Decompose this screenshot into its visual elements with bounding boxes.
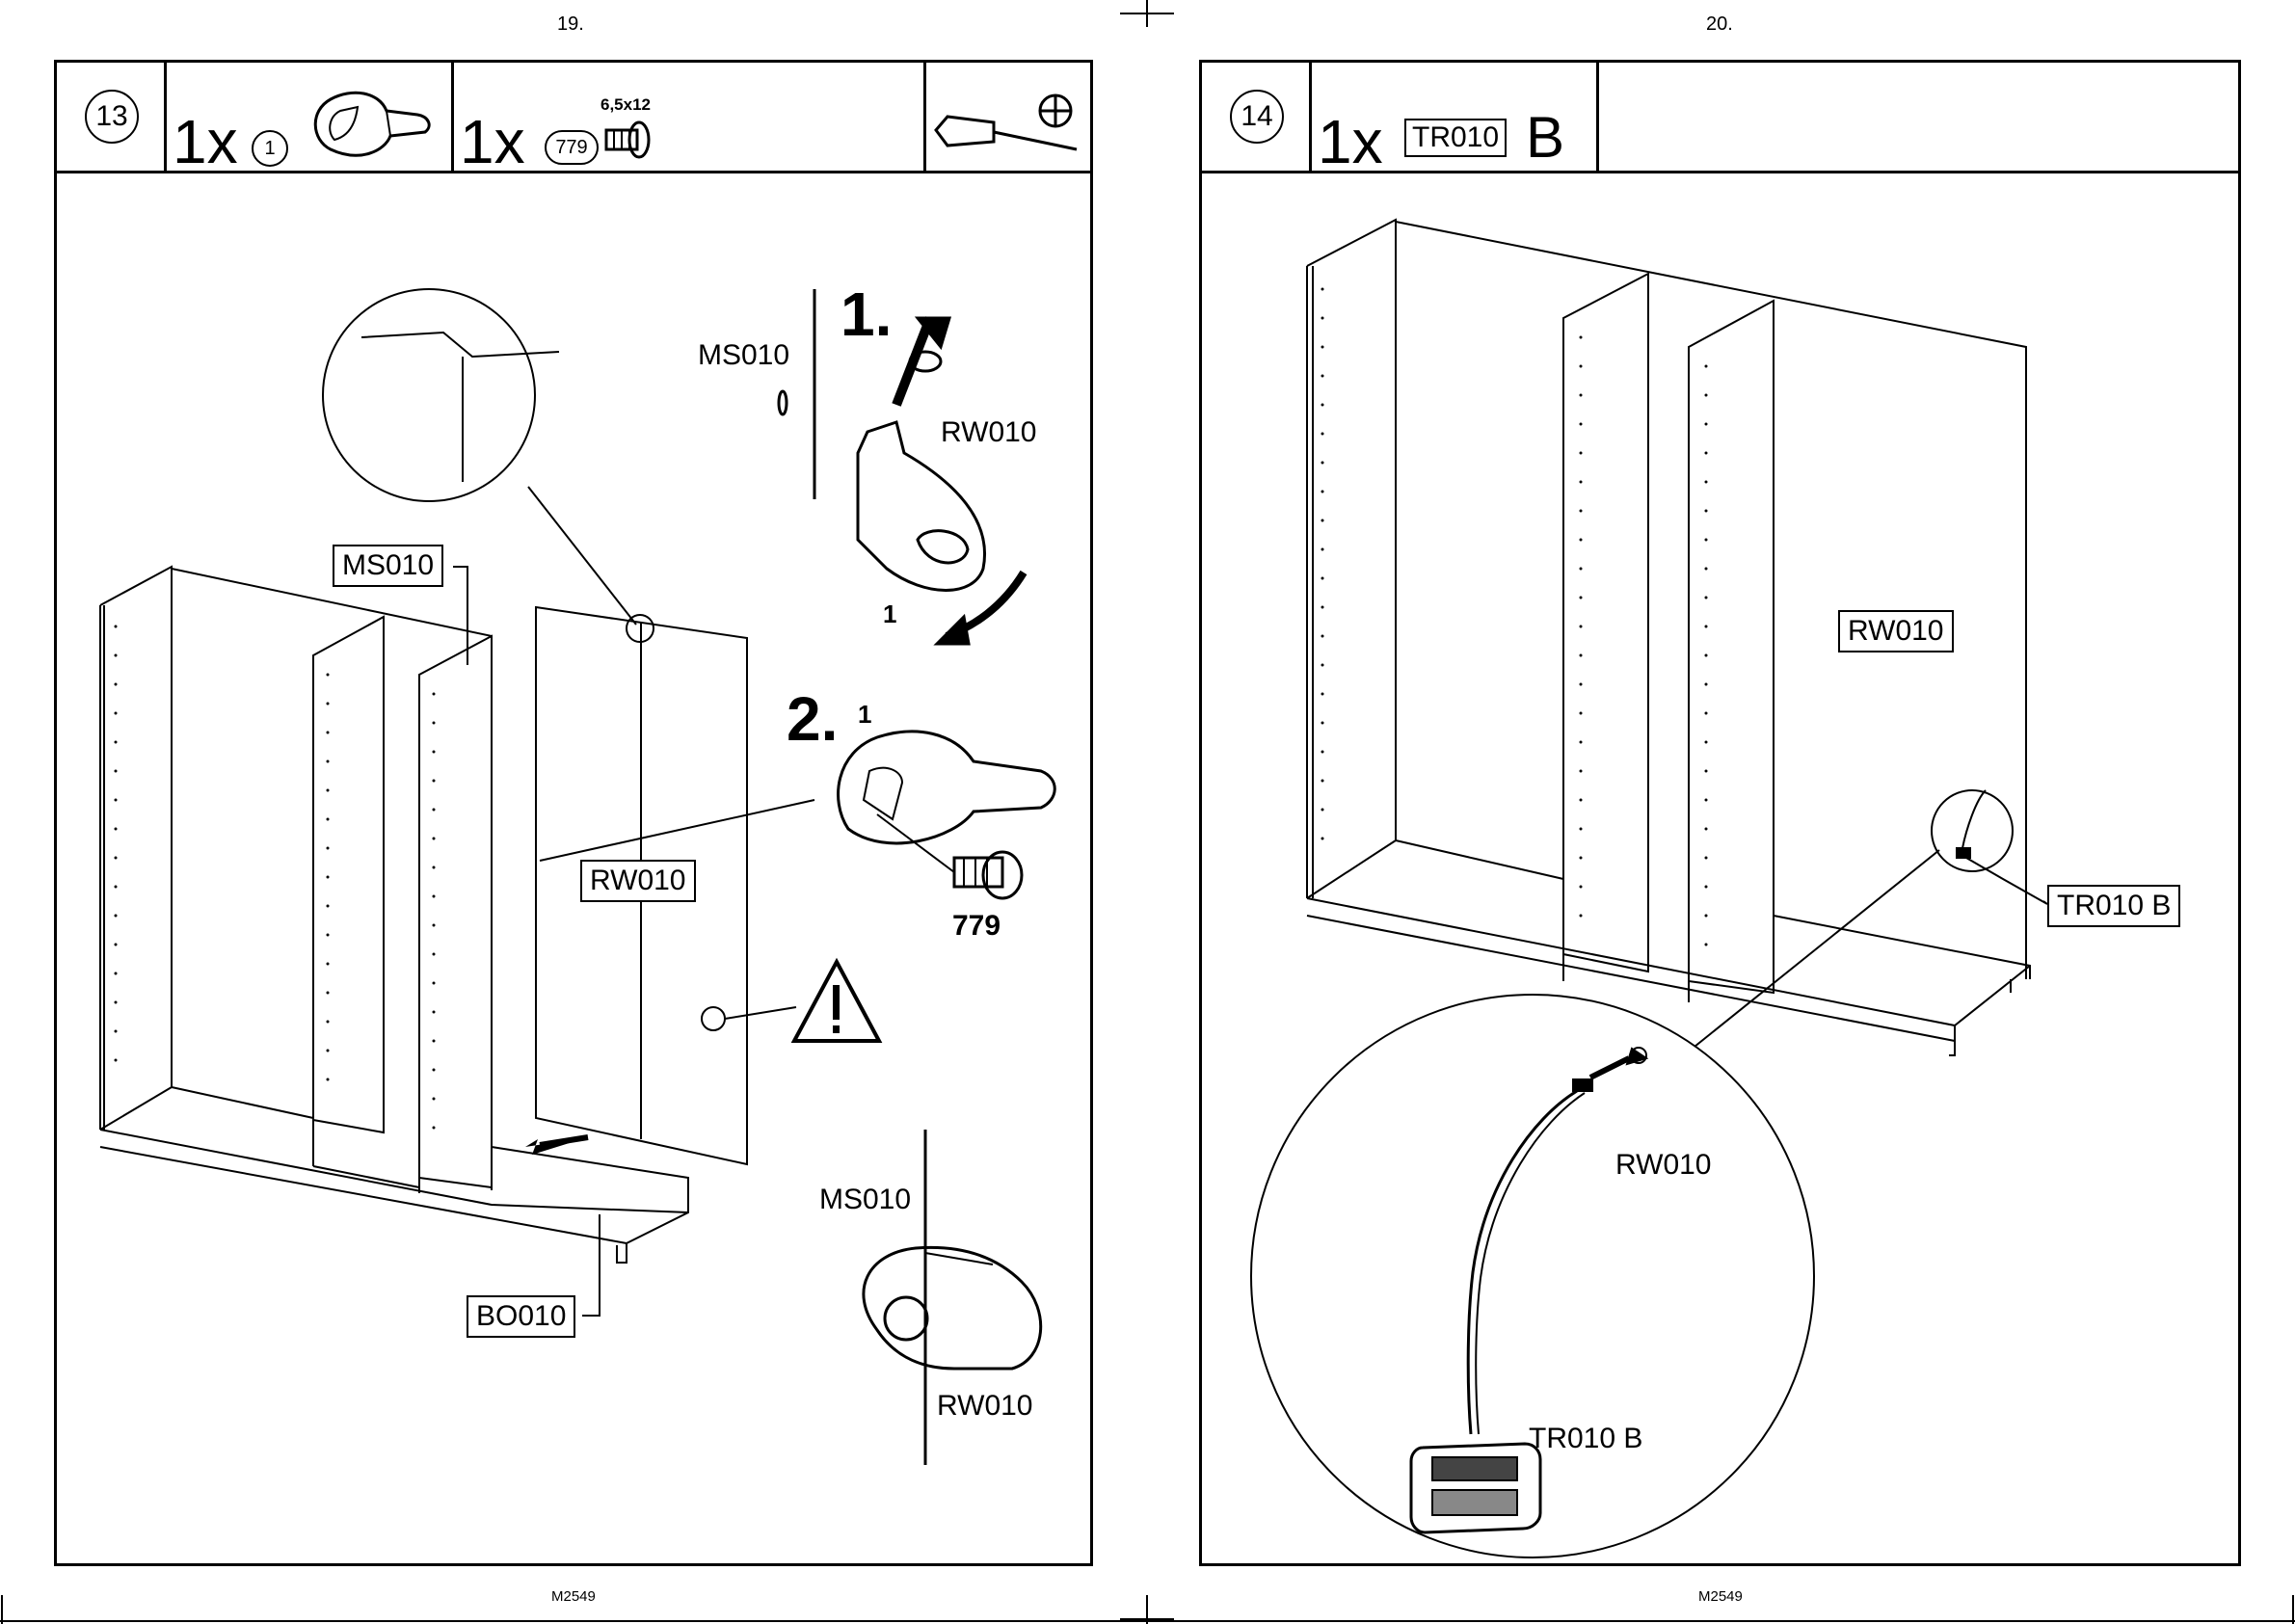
rw010-box-label: RW010	[1838, 610, 1954, 652]
panel-hole-dots	[1321, 288, 1708, 946]
tr010b-box-label: TR010 B	[2047, 885, 2180, 927]
rw010-detail-label: RW010	[1615, 1149, 1712, 1182]
large-magnifier	[1251, 995, 1814, 1557]
tr010b-detail-label: TR010 B	[1529, 1423, 1642, 1455]
right-footer-code: M2549	[1698, 1588, 1743, 1605]
